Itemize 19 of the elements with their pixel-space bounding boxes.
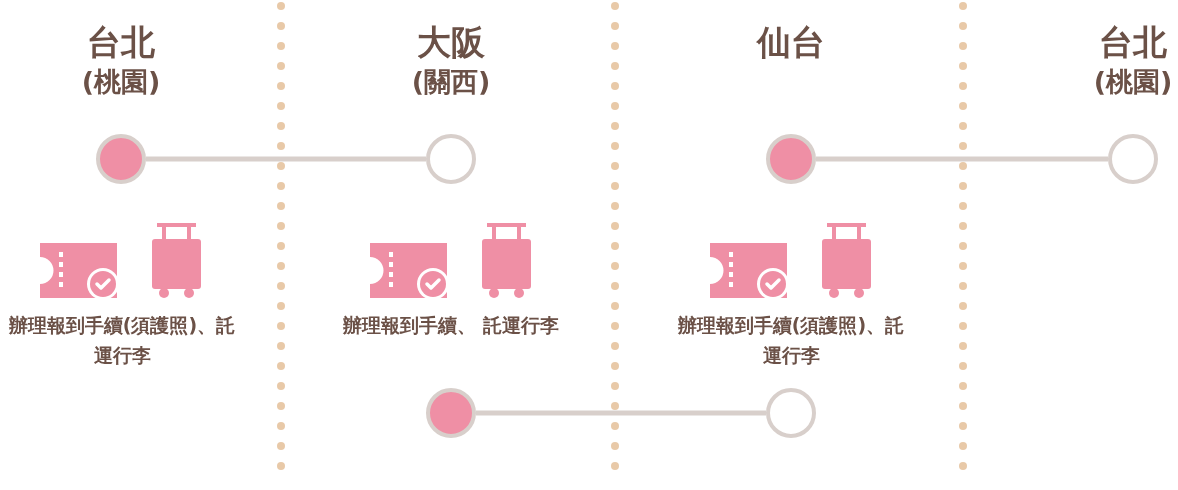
city-name: 仙台 <box>757 22 825 62</box>
airport-name: (關西) <box>411 66 491 98</box>
filled-circle-node <box>96 134 146 184</box>
step-caption: 辦理報到手續(須護照)、託運行李 <box>676 313 906 368</box>
filled-circle-node <box>766 134 816 184</box>
city-name: 台北 <box>1099 22 1167 62</box>
empty-circle-node <box>426 134 476 184</box>
city-name: 大阪 <box>417 22 485 62</box>
empty-circle-node <box>1108 134 1158 184</box>
connector-line <box>476 410 766 416</box>
airport-name: (桃園) <box>81 66 161 98</box>
city-name: 台北 <box>87 22 155 62</box>
step-caption: 辦理報到手續、 託運行李 <box>343 313 559 338</box>
filled-circle-node <box>426 388 476 438</box>
empty-circle-node <box>766 388 816 438</box>
step-caption: 辦理報到手續(須護照)、託運行李 <box>7 313 237 368</box>
connector-line <box>146 156 426 162</box>
airport-name: (桃園) <box>1093 66 1173 98</box>
connector-line <box>816 156 1108 162</box>
